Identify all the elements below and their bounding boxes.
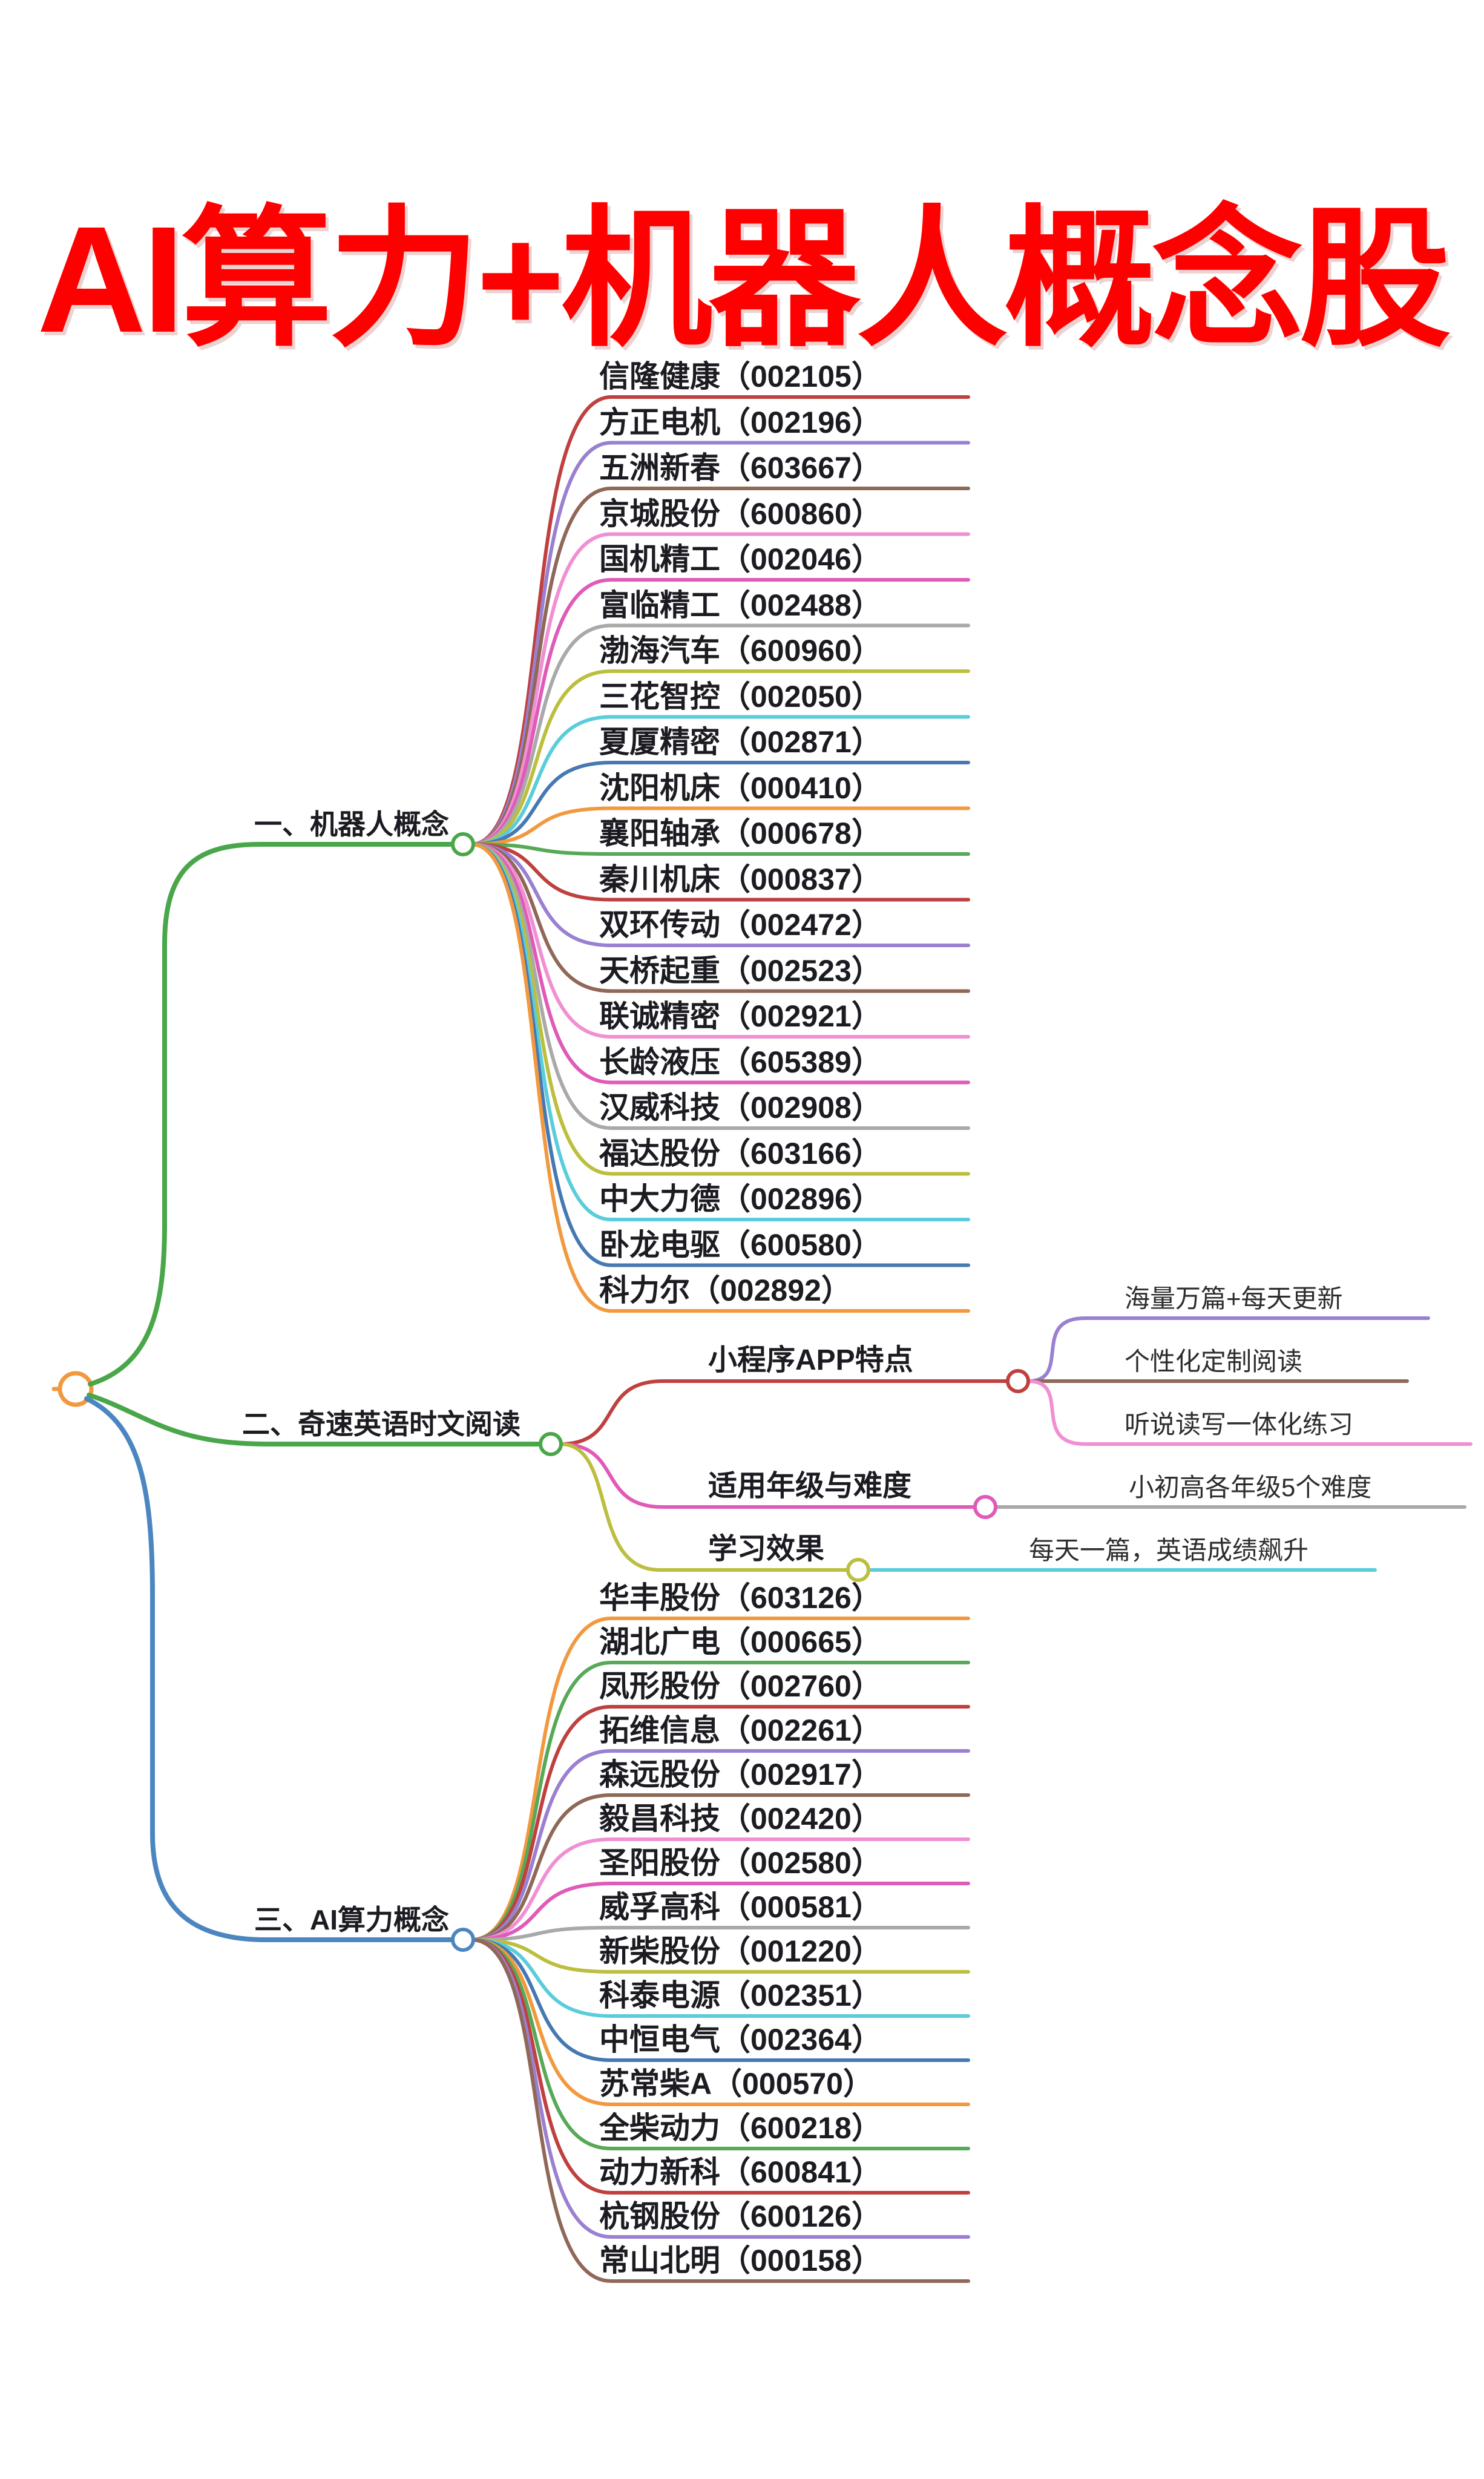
stock-item-label[interactable]: 联诚精密（002921）: [599, 999, 882, 1033]
stock-item-label[interactable]: 森远股份（002917）: [599, 1758, 882, 1791]
branch1-line: [88, 842, 456, 1387]
leaf-label[interactable]: 小初高各年级5个难度: [1129, 1473, 1372, 1502]
stock-item-label[interactable]: 长龄液压（605389）: [599, 1045, 882, 1079]
item-connector-line: [470, 761, 970, 846]
subtopic-node-circle[interactable]: [846, 1558, 870, 1582]
stock-item-label[interactable]: 中恒电气（002364）: [599, 2023, 882, 2057]
item-connector-line: [470, 842, 970, 993]
stock-item-label[interactable]: 科泰电源（002351）: [599, 1978, 882, 2012]
subtopic-connector-line: [559, 1379, 1010, 1446]
root-node-circle[interactable]: [57, 1371, 94, 1407]
stock-item-label[interactable]: 国机精工（002046）: [599, 542, 882, 576]
stock-item-label[interactable]: 拓维信息（002261）: [599, 1713, 882, 1747]
stock-item-label[interactable]: 三花智控（002050）: [599, 679, 882, 714]
stock-item-label[interactable]: 富临精工（002488）: [599, 588, 882, 622]
subtopic-label-learning-effect[interactable]: 学习效果: [708, 1533, 825, 1565]
leaf-connector-line: [1026, 1379, 1473, 1446]
item-connector-line: [470, 1938, 970, 1974]
subtopic-label-grades-difficulty[interactable]: 适用年级与难度: [708, 1470, 912, 1502]
branch2-node-circle[interactable]: [539, 1432, 563, 1456]
stock-item-label[interactable]: 湖北广电（000665）: [599, 1625, 882, 1659]
stock-item-label[interactable]: 苏常柴A（000570）: [599, 2067, 873, 2101]
item-connector-line: [470, 1837, 970, 1942]
leaf-label[interactable]: 听说读写一体化练习: [1124, 1410, 1354, 1439]
subtopic-connector-line: [559, 1442, 850, 1572]
stock-item-label[interactable]: 科力尔（002892）: [599, 1273, 852, 1307]
stock-item-label[interactable]: 圣阳股份（002580）: [599, 1846, 882, 1880]
page-title: AI算力+机器人概念股: [37, 195, 1451, 364]
stock-item-label[interactable]: 京城股份（600860）: [599, 496, 882, 531]
item-connector-line: [470, 1882, 970, 1942]
subtopic-label-app-features[interactable]: 小程序APP特点: [708, 1344, 913, 1376]
leaf-label[interactable]: 海量万篇+每天更新: [1124, 1284, 1343, 1313]
item-connector-line: [470, 1749, 970, 1942]
stock-item-label[interactable]: 中大力德（002896）: [599, 1182, 882, 1216]
stock-item-label[interactable]: 夏厦精密（002871）: [599, 725, 882, 759]
subtopic-node-circle[interactable]: [973, 1495, 997, 1519]
branch3-node-circle[interactable]: [451, 1928, 475, 1952]
item-connector-line: [470, 842, 970, 902]
branch-label-ai-computing[interactable]: 三、AI算力概念: [254, 1904, 449, 1936]
subtopic-connector-line: [559, 1442, 977, 1509]
stock-item-label[interactable]: 渤海汽车（600960）: [599, 634, 882, 668]
item-connector-line: [470, 842, 970, 947]
stock-item-label[interactable]: 常山北明（000158）: [599, 2244, 882, 2277]
item-connector-line: [470, 1793, 970, 1942]
stock-item-label[interactable]: 杭钢股份（600126）: [599, 2199, 882, 2233]
subtopic-node-circle[interactable]: [1006, 1369, 1030, 1393]
leaf-connector-line: [1026, 1316, 1430, 1383]
item-connector-line: [470, 806, 970, 846]
item-connector-line: [470, 578, 970, 846]
stock-item-label[interactable]: 汉威科技（002908）: [599, 1091, 882, 1125]
stock-item-label[interactable]: 信隆健康（002105）: [599, 360, 882, 393]
branch3-line: [84, 1396, 456, 1942]
stock-item-label[interactable]: 沈阳机床（000410）: [599, 770, 882, 805]
item-connector-line: [470, 669, 970, 846]
stock-item-label[interactable]: 动力新科（600841）: [599, 2155, 882, 2189]
stock-item-label[interactable]: 凤形股份（002760）: [599, 1669, 882, 1703]
stock-item-label[interactable]: 襄阳轴承（000678）: [599, 816, 882, 850]
item-connector-line: [470, 842, 970, 856]
stock-item-label[interactable]: 福达股份（603166）: [599, 1136, 882, 1171]
item-connector-line: [470, 715, 970, 846]
stock-item-label[interactable]: 五洲新春（603667）: [599, 451, 882, 485]
stock-item-label[interactable]: 天桥起重（002523）: [599, 953, 882, 988]
stock-item-label[interactable]: 方正电机（002196）: [599, 405, 882, 439]
branch-label-robot-concept[interactable]: 一、机器人概念: [254, 809, 449, 840]
item-connector-line: [470, 623, 970, 846]
stock-item-label[interactable]: 卧龙电驱（600580）: [599, 1227, 882, 1262]
item-connector-line: [470, 1926, 970, 1942]
stock-item-label[interactable]: 全柴动力（600218）: [599, 2111, 882, 2145]
stock-item-label[interactable]: 毅昌科技（002420）: [599, 1802, 882, 1836]
stock-item-label[interactable]: 华丰股份（603126）: [599, 1581, 882, 1615]
stock-item-label[interactable]: 秦川机床（000837）: [599, 862, 882, 896]
leaf-label[interactable]: 个性化定制阅读: [1124, 1347, 1303, 1376]
leaf-label[interactable]: 每天一篇，英语成绩飙升: [1029, 1536, 1309, 1565]
branch2-line: [87, 1393, 543, 1446]
branch1-node-circle[interactable]: [451, 832, 475, 856]
item-connector-line: [470, 842, 970, 1313]
stock-item-label[interactable]: 双环传动（002472）: [599, 908, 882, 942]
item-connector-line: [470, 1938, 970, 2283]
branch-label-english-reading[interactable]: 二、奇速英语时文阅读: [242, 1408, 520, 1440]
item-connector-line: [470, 1938, 970, 2018]
stock-item-label[interactable]: 威孚高科（000581）: [599, 1890, 882, 1924]
stock-item-label[interactable]: 新柴股份（001220）: [599, 1934, 882, 1968]
item-connector-line: [470, 1938, 970, 2062]
